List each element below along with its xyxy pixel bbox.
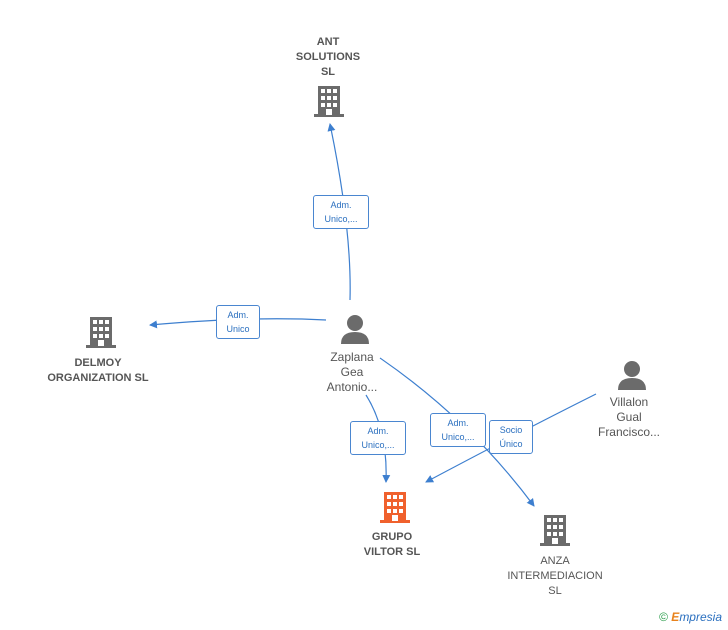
edge-label-zaplana-anza: Adm. Unico,... — [430, 413, 486, 447]
brand-first-letter: E — [671, 610, 680, 624]
brand-rest: mpresia — [679, 610, 722, 624]
building-icon[interactable] — [380, 492, 410, 523]
company-label-anza[interactable]: ANZA INTERMEDIACION SL — [507, 555, 603, 597]
person-icon[interactable] — [341, 315, 369, 344]
edge-label-villalon-grupo: Socio Único — [489, 420, 533, 454]
building-icon[interactable] — [86, 317, 116, 348]
company-label-grupo-viltor[interactable]: GRUPO VILTOR SL — [363, 531, 421, 558]
copyright-symbol: © — [659, 610, 668, 624]
person-label-zaplana[interactable]: Zaplana Gea Antonio... — [326, 350, 378, 394]
person-icon[interactable] — [618, 361, 646, 390]
person-label-villalon[interactable]: Villalon Gual Francisco... — [597, 395, 660, 439]
empresia-watermark: © Empresia — [659, 610, 722, 624]
company-label-ant-solutions[interactable]: ANT SOLUTIONS SL — [295, 36, 361, 78]
edge-label-zaplana-ant: Adm. Unico,... — [313, 195, 369, 229]
building-icon[interactable] — [314, 86, 344, 117]
company-label-delmoy[interactable]: DELMOY ORGANIZATION SL — [47, 357, 149, 384]
building-icon[interactable] — [540, 515, 570, 546]
edge-label-zaplana-grupo: Adm. Unico,... — [350, 421, 406, 455]
edge-label-zaplana-delmoy: Adm. Unico — [216, 305, 260, 339]
